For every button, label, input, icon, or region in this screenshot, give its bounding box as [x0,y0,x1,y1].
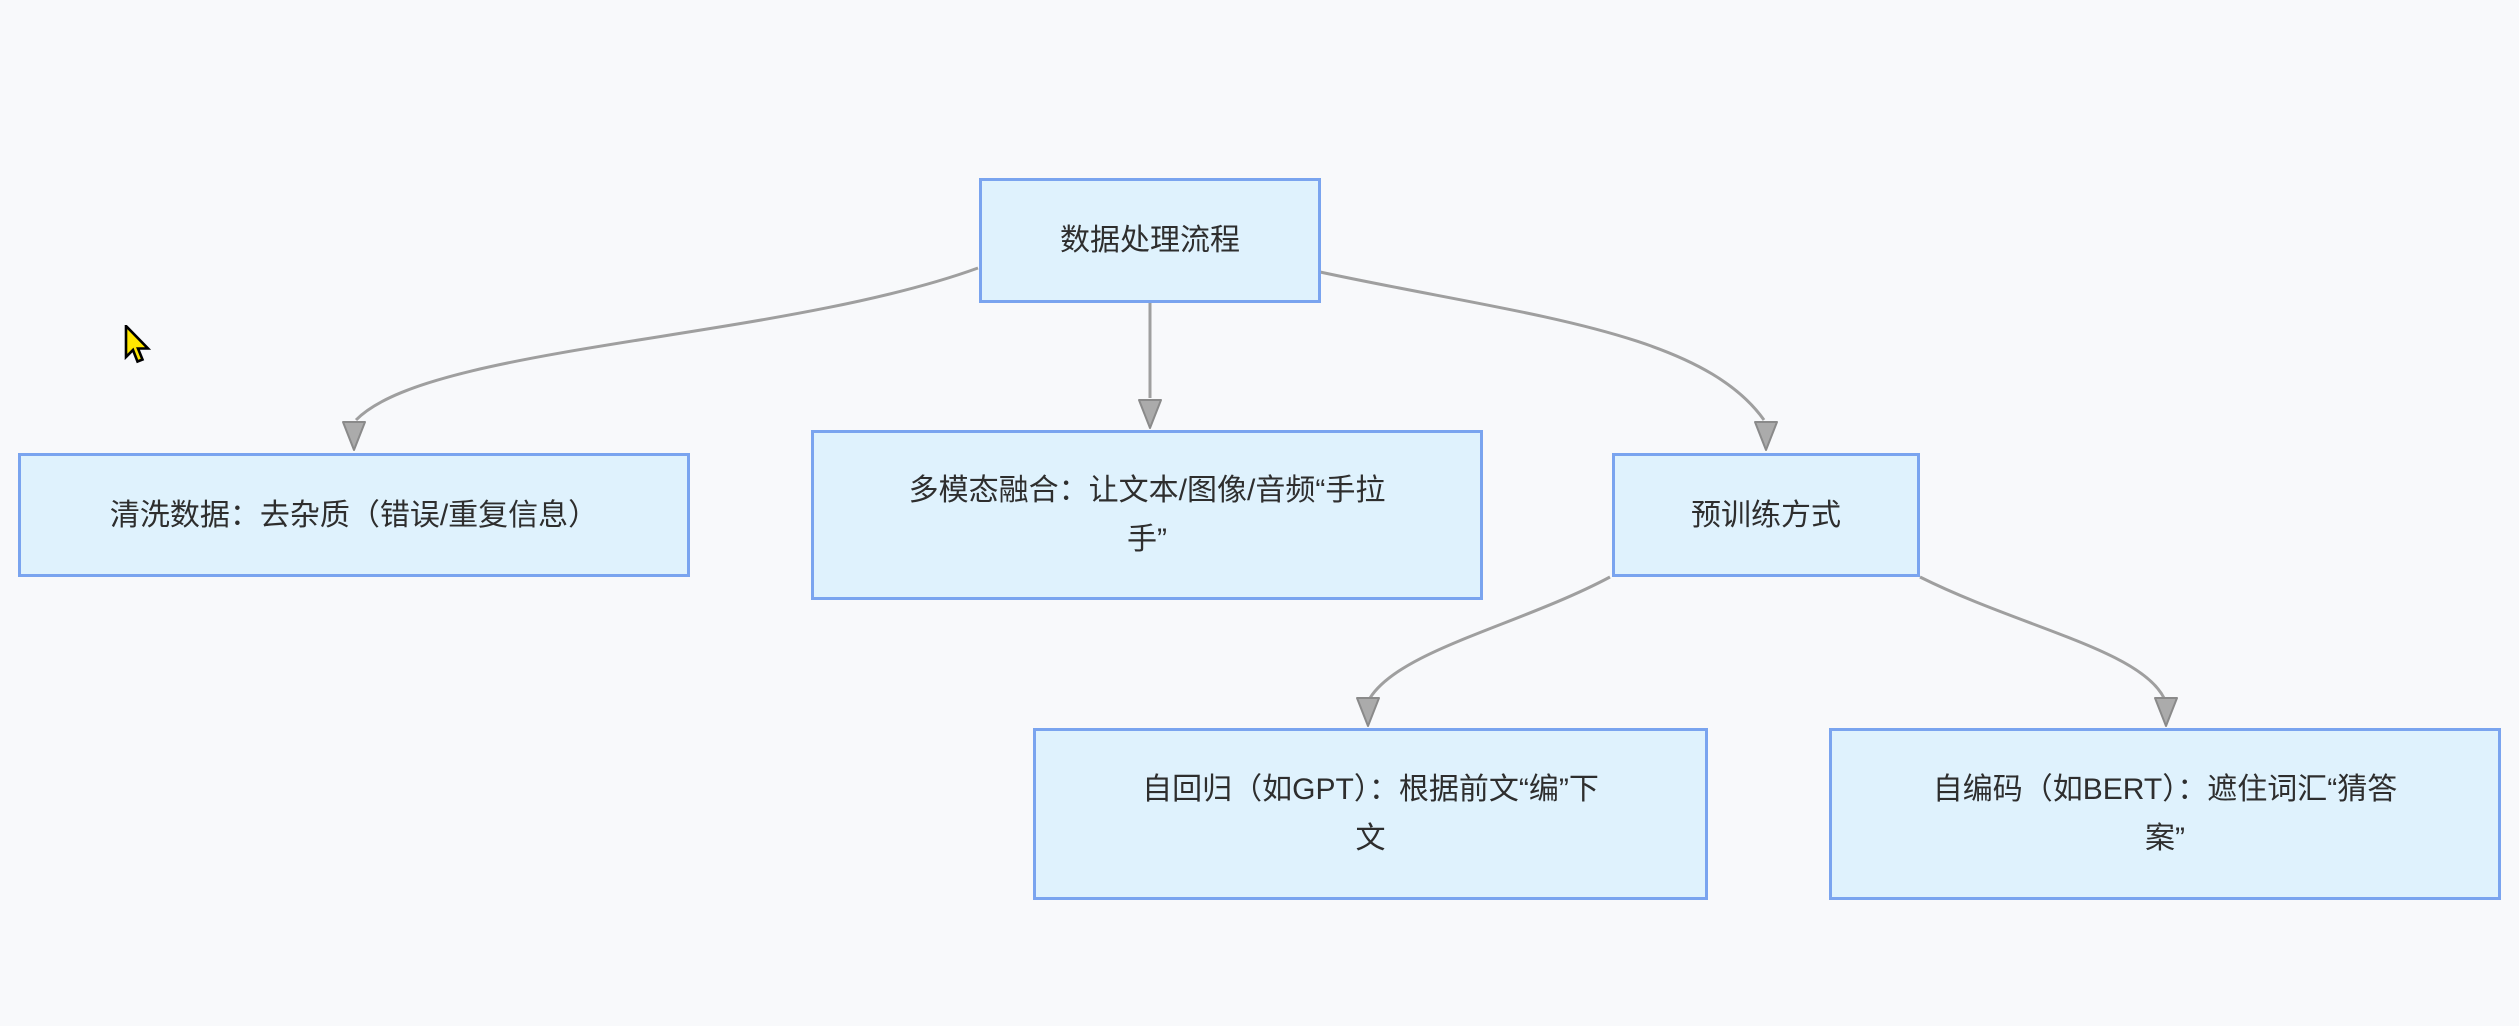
edge-root-to-pretrain-arrowhead-icon [1754,421,1778,451]
edge-pretrain-to-ae [1919,575,2166,699]
node-label-line-1: 自回归（如GPT）：根据前文“编”下 [1142,773,1599,806]
node-clean-data: 清洗数据：去杂质（错误/重复信息） [18,453,690,577]
node-label-line-2: 案” [2145,822,2185,855]
node-multimodal-fusion: 多模态融合：让文本/图像/音频“手拉 手” [811,430,1483,600]
edge-pretrain-to-ar-arrowhead-icon [1356,697,1380,727]
edge-root-to-pretrain [1319,270,1766,421]
node-label-line-1: 自编码（如BERT）：遮住词汇“猜答 [1932,773,2398,806]
node-autoencoding-bert: 自编码（如BERT）：遮住词汇“猜答 案” [1829,728,2501,900]
node-autoregressive-gpt: 自回归（如GPT）：根据前文“编”下 文 [1033,728,1708,900]
node-label-line-2: 手” [1127,523,1167,556]
edge-root-to-fusion-arrowhead-icon [1138,399,1162,429]
node-label-line-2: 文 [1355,822,1386,855]
mouse-cursor-icon [124,325,152,364]
edge-pretrain-to-ar [1368,575,1611,699]
edge-root-to-clean-arrowhead-icon [342,421,366,451]
edge-root-to-clean [354,266,979,422]
node-label-line-1: 多模态融合：让文本/图像/音频“手拉 [908,474,1386,507]
node-label: 预训练方式 [1691,498,1841,532]
node-label: 数据处理流程 [1060,224,1240,257]
node-data-processing-flow: 数据处理流程 [979,178,1321,303]
node-label: 清洗数据：去杂质（错误/重复信息） [109,498,599,532]
edge-pretrain-to-ae-arrowhead-icon [2154,697,2178,727]
node-pretraining-methods: 预训练方式 [1612,453,1920,577]
